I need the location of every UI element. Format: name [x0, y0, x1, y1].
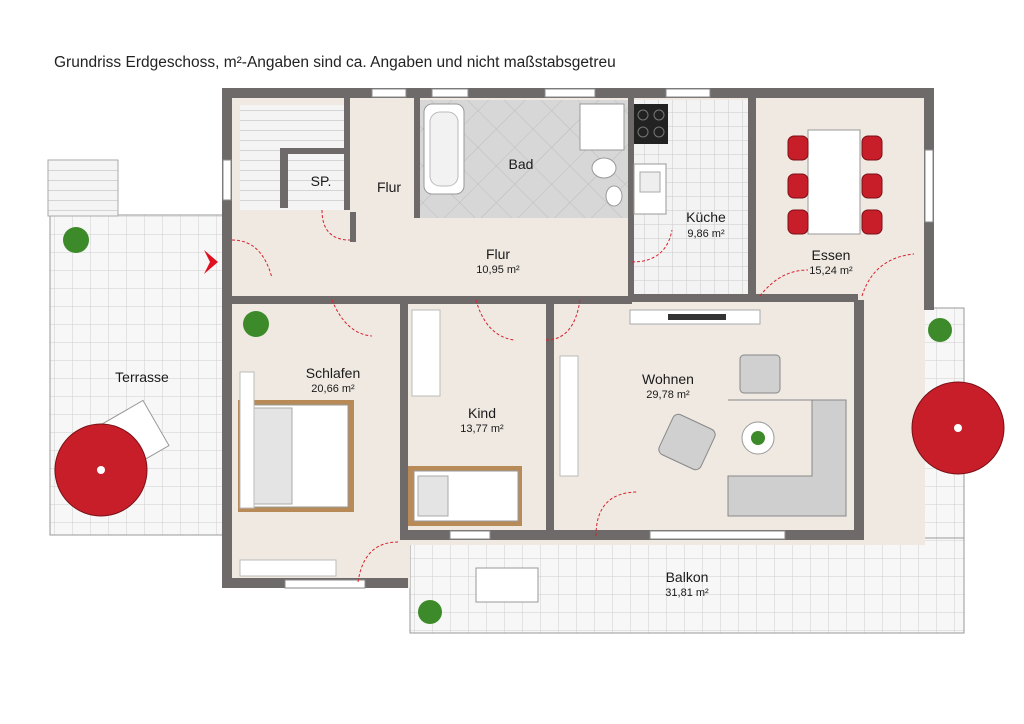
staircase: [240, 105, 345, 210]
label-flur: Flur: [486, 246, 510, 262]
kid-furniture: [408, 309, 522, 526]
label-bad: Bad: [509, 156, 534, 172]
area-flur: 10,95 m²: [476, 264, 520, 276]
area-balkon: 31,81 m²: [665, 587, 709, 599]
label-flur-top: Flur: [377, 179, 401, 195]
label-essen: Essen: [812, 247, 851, 263]
plan-title: Grundriss Erdgeschoss, m²-Angaben sind c…: [54, 54, 616, 71]
label-kind: Kind: [468, 405, 496, 421]
area-schlafen: 20,66 m²: [311, 383, 355, 395]
room-labels: SP. Flur Bad Küche 9,86 m² Essen 15,24 m…: [115, 156, 853, 599]
area-kind: 13,77 m²: [460, 423, 504, 435]
area-essen: 15,24 m²: [809, 265, 853, 277]
area-wohnen: 29,78 m²: [646, 389, 690, 401]
plants: [63, 227, 952, 624]
label-terrasse: Terrasse: [115, 369, 169, 385]
bathroom-fixtures: [423, 103, 625, 207]
plant-icon: [243, 311, 269, 337]
label-kueche: Küche: [686, 209, 726, 225]
dining-set: [787, 129, 883, 235]
plant-icon: [928, 318, 952, 342]
plant-icon: [418, 600, 442, 624]
windows: [222, 88, 934, 589]
plant-icon: [63, 227, 89, 253]
label-schlafen: Schlafen: [306, 365, 360, 381]
label-wohnen: Wohnen: [642, 371, 694, 387]
bedroom-furniture: [238, 371, 354, 577]
entrance-arrow-icon: [204, 250, 218, 274]
doors: [231, 209, 915, 583]
living-furniture: [559, 309, 847, 517]
kitchen-fixtures: [633, 104, 668, 215]
area-kueche: 9,86 m²: [687, 228, 725, 240]
label-balkon: Balkon: [666, 569, 709, 585]
terrace-furniture: [54, 381, 1005, 603]
label-sp: SP.: [311, 173, 332, 189]
